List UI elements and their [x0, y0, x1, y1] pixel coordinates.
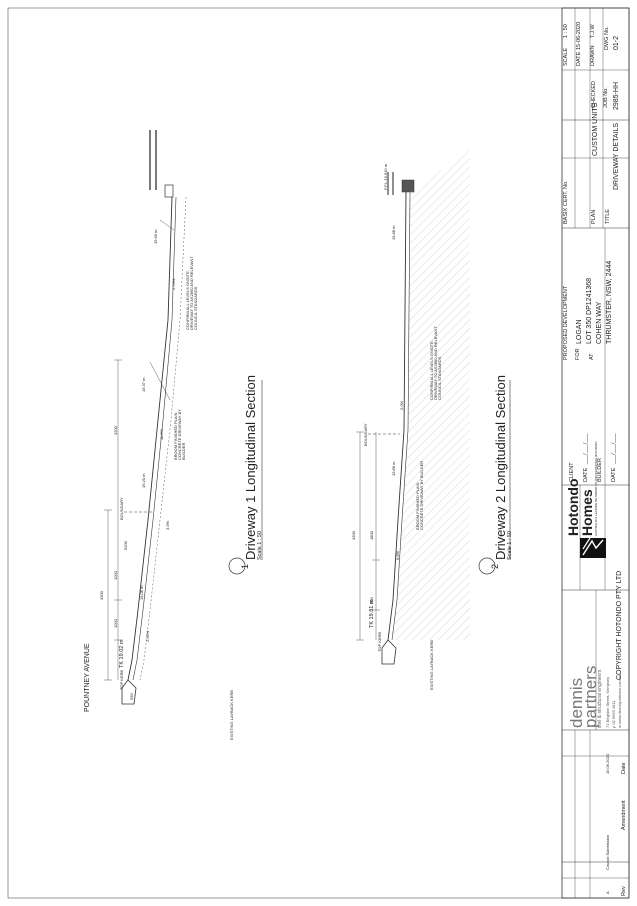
revision-row-date: 15.06.2020 [605, 753, 610, 774]
for-label: FOR [575, 348, 581, 360]
builder-date-label: DATE [611, 467, 617, 482]
title-value: DRIVEWAY DETAILS [613, 122, 620, 190]
s2-dim-3: 900 [369, 597, 374, 604]
basix-label: BASIX CERT. No. [563, 180, 569, 224]
s2-level-2: 19.88 m [391, 461, 396, 476]
section-2-title: Driveway 2 Longitudinal Section [493, 375, 508, 560]
engineer-phone: p 02 6563 1611 [611, 700, 616, 728]
section-2-number: 2 [490, 563, 500, 569]
client-date-blank: ___/___/___ [583, 433, 589, 464]
s1-grade-1: 2.66% [145, 630, 150, 642]
s2-boundary: BOUNDARY [363, 423, 368, 446]
s1-notes-confirm: CONFIRM ALL LEVELS ONSITE. DRIVEWAY TO A… [185, 256, 198, 330]
driveway-1-section [104, 130, 187, 705]
hotondo-line2: Homes [579, 489, 595, 536]
title-label: TITLE [605, 209, 611, 224]
client-date-label: DATE [583, 467, 589, 482]
s2-ffl: F.F.L 19.910 m [383, 163, 388, 190]
date-value: 15-06-2020 [576, 21, 582, 50]
job-value: 2985-HH [613, 81, 620, 110]
s1-dim-3: 1000 [113, 571, 118, 580]
job-label: JOB No. [603, 87, 609, 108]
scale-value: 1 : 50 [563, 24, 569, 38]
copyright: COPYRIGHT HOTONDO PTY LTD [616, 570, 623, 680]
suburb-value: THRUMSTER, NSW, 2444 [606, 260, 613, 344]
section-2-circle [478, 557, 496, 575]
s1-level-1: 19.06 m [139, 585, 144, 600]
s1-level-4: 19.69 m [153, 229, 158, 244]
s1-dim-5: 5200 [123, 541, 128, 550]
s2-dim-2: 1800 [369, 531, 374, 540]
s2-dim-1: 4300 [351, 531, 356, 540]
scale-label: SCALE [563, 47, 569, 66]
section-1-circle [228, 557, 246, 575]
s1-dim-4: 3200 [113, 426, 118, 435]
s2-notes-broom: BROOM FINISHED PLAIN CONCRETE DRIVEWAY B… [415, 460, 424, 530]
s1-boundary: BOUNDARY [119, 497, 124, 520]
project-heading: PROPOSED DEVELOPMENT [563, 285, 569, 360]
s1-dim-6: 550 [129, 693, 134, 700]
section-2-scale: Scale 1 : 50 [507, 530, 513, 560]
road-name: POUNTNEY AVENUE [84, 643, 91, 712]
s1-layback-label: EXISTING LAYBACK KERB [229, 690, 234, 740]
s2-layback-label: EXISTING LAYBACK KERB [429, 640, 434, 690]
s1-top-kerb: TOP KERB [119, 669, 124, 690]
revision-row-rev: A [605, 891, 610, 894]
dwg-label: DWG No. [604, 26, 610, 50]
drawn-label: DRAWN [590, 45, 596, 66]
s2-notes-confirm: CONFIRM ALL LEVELS ONSITE. DRIVEWAY TO A… [429, 326, 442, 400]
hotondo-line1: Hotondo [565, 478, 581, 536]
revision-row-amendment: Council Submission [605, 834, 610, 870]
lot-value: LOT 350 DP1241368 [586, 277, 593, 344]
s2-top-kerb: TOP KERB [377, 631, 382, 652]
hotondo-tagline: AUSTRALIA'S LEADING NETWORK OF PROFESSIO… [594, 441, 598, 536]
s1-dim-1: 4300 [99, 591, 104, 600]
section-1-number: 1 [240, 563, 250, 569]
s1-tk-level: TK 19.02 m [119, 639, 125, 668]
date-label: DATE [576, 51, 582, 66]
builder-label: BUILDER [597, 458, 603, 482]
engineer-address: 71 Brighton Street, Kempsey [605, 676, 610, 728]
drawn-value: T.J.W [590, 24, 596, 38]
s1-grade-3: 11.0% [159, 428, 164, 440]
rev-header: Rev [621, 886, 627, 896]
hotondo-logo-mark [580, 537, 606, 558]
sheet-border [7, 7, 630, 899]
engineer-subtitle: civil & structural engineers [597, 669, 603, 728]
s2-grade-2: 6.6% [395, 550, 400, 560]
s1-grade-4: 2.74% [171, 278, 176, 290]
amendment-header: Amendment [621, 800, 627, 830]
street-value: COHEN WAY [596, 301, 603, 344]
at-label: AT [589, 353, 595, 360]
s1-grade-2: 3.0% [165, 520, 170, 530]
s1-level-2: 19.20 m [141, 473, 146, 488]
section-1-scale: Scale 1 : 50 [257, 530, 263, 560]
hatched-ground [392, 150, 470, 640]
s2-level-1: 19.88 m [391, 225, 396, 240]
s1-notes-broom: BROOM FINISHED PLAIN CONCRETE DRIVEWAY B… [173, 409, 186, 460]
engineer-web: w www.dennispartners.com.au [617, 673, 622, 728]
plan-label: PLAN [591, 209, 597, 224]
date-header: Date [621, 762, 627, 774]
for-value: LOGAN [576, 319, 583, 344]
plan-value: CUSTOM UNITS [592, 102, 599, 156]
builder-date-blank: ___/___/___ [611, 433, 617, 464]
s1-level-3: 19.37 m [141, 377, 146, 392]
s2-grade-1: 2.0% [399, 400, 404, 410]
dwg-value: 01-2 [613, 35, 620, 50]
section-1-title: Driveway 1 Longitudinal Section [243, 375, 258, 560]
s1-dim-2: 1000 [113, 619, 118, 628]
